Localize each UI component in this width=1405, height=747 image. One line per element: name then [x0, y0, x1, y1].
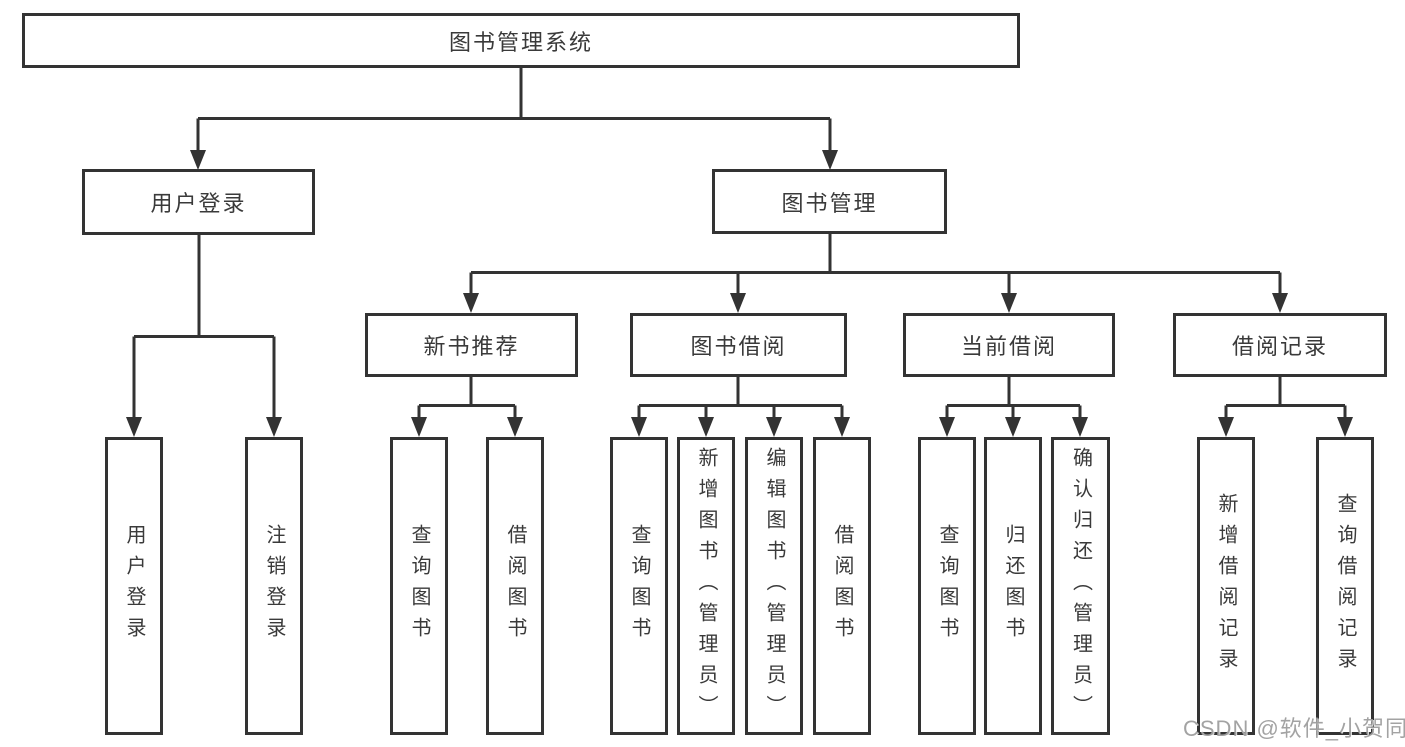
leaf-label: 新增借阅记录 [1215, 493, 1237, 679]
leaf-label: 注销登录 [263, 524, 285, 648]
connector-book-borrow-to-leaves [637, 377, 844, 419]
leaf-label: 编辑图书（管理员） [763, 446, 785, 726]
node-user-login: 用户登录 [82, 169, 315, 235]
leaf-query-books-current: 查询图书 [918, 437, 976, 735]
arrowhead [730, 293, 746, 313]
csdn-watermark: CSDN @软件_小贺同学 [1183, 716, 1405, 741]
arrowhead [411, 417, 427, 437]
leaf-user-login: 用户登录 [105, 437, 163, 735]
node-borrow-records: 借阅记录 [1173, 313, 1387, 377]
leaf-query-books-recommend: 查询图书 [390, 437, 448, 735]
arrowhead [1072, 417, 1088, 437]
arrowhead [1001, 293, 1017, 313]
arrowhead [822, 150, 838, 170]
leaf-confirm-return-admin: 确认归还（管理员） [1051, 437, 1110, 735]
connector-root-to-level2 [196, 68, 832, 152]
arrowhead [698, 417, 714, 437]
leaf-label: 归还图书 [1002, 524, 1024, 648]
connector-book-management-to-level3 [469, 233, 1282, 295]
arrowhead [766, 417, 782, 437]
leaf-add-borrow-record: 新增借阅记录 [1197, 437, 1255, 735]
node-book-borrow: 图书借阅 [630, 313, 847, 377]
arrowhead [126, 417, 142, 437]
arrowhead [1272, 293, 1288, 313]
leaf-label: 确认归还（管理员） [1069, 446, 1092, 726]
leaf-label: 查询图书 [628, 524, 650, 648]
leaf-logout: 注销登录 [245, 437, 303, 735]
node-root-library-management-system: 图书管理系统 [22, 13, 1020, 68]
leaf-borrow-books: 借阅图书 [813, 437, 871, 735]
arrowhead [190, 150, 206, 170]
leaf-label: 新增图书（管理员） [695, 446, 717, 726]
leaf-label: 借阅图书 [831, 524, 853, 648]
node-new-book-recommend: 新书推荐 [365, 313, 578, 377]
leaf-label: 用户登录 [123, 524, 145, 648]
connector-current-borrow-to-leaves [945, 377, 1082, 419]
leaf-edit-books-admin: 编辑图书（管理员） [745, 437, 803, 735]
connector-new-book-recommend-to-leaves [417, 377, 517, 419]
leaf-query-books-borrow: 查询图书 [610, 437, 668, 735]
arrowhead [1005, 417, 1021, 437]
connector-borrow-records-to-leaves [1224, 377, 1347, 419]
arrowhead [463, 293, 479, 313]
node-current-borrow: 当前借阅 [903, 313, 1115, 377]
arrowhead [1337, 417, 1353, 437]
leaf-return-books: 归还图书 [984, 437, 1042, 735]
leaf-add-books-admin: 新增图书（管理员） [677, 437, 735, 735]
leaf-label: 查询借阅记录 [1334, 493, 1356, 679]
arrowhead [631, 417, 647, 437]
leaf-label: 查询图书 [408, 524, 430, 648]
arrowhead [939, 417, 955, 437]
arrowhead [507, 417, 523, 437]
leaf-query-borrow-record: 查询借阅记录 [1316, 437, 1374, 735]
node-book-management: 图书管理 [712, 169, 947, 234]
arrowhead [266, 417, 282, 437]
arrowhead [1218, 417, 1234, 437]
leaf-label: 查询图书 [936, 524, 958, 648]
leaf-borrow-books-recommend: 借阅图书 [486, 437, 544, 735]
connector-user-login-to-leaves [132, 235, 276, 419]
leaf-label: 借阅图书 [504, 524, 526, 648]
arrowhead [834, 417, 850, 437]
